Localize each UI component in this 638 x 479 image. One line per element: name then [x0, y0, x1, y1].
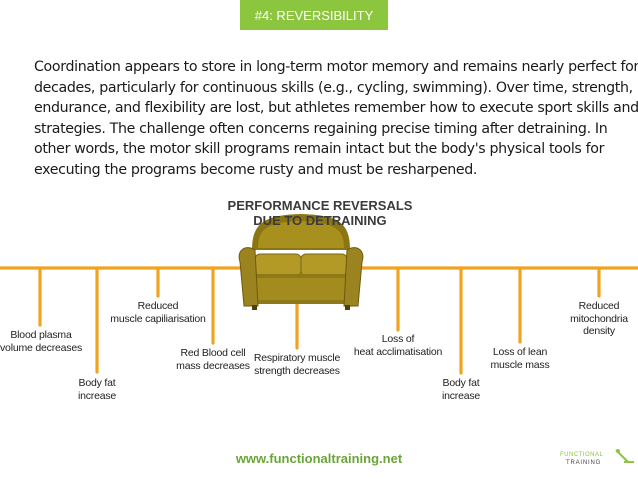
label-line: Reduced — [137, 300, 179, 312]
body-line: executing the programs become rusty and … — [34, 161, 478, 178]
label-line: increase — [441, 389, 481, 402]
reversal-label: Loss of lean muscle mass — [484, 346, 556, 371]
reversal-label: Red Blood cell mass decreases — [172, 347, 254, 372]
reversal-label: Body fat increase — [66, 377, 128, 402]
label-line: mitochondria — [570, 312, 628, 325]
label-line: Loss of — [381, 333, 415, 345]
functional-training-logo: FUNCTIONAL TRAINING — [560, 449, 634, 466]
body-paragraph: Coordination appears to store in long-te… — [34, 57, 638, 180]
body-line: other words, the motor skill programs re… — [34, 141, 605, 157]
label-line: Blood plasma — [10, 329, 72, 341]
slide-title: #4: REVERSIBILITY — [254, 7, 374, 23]
reversal-label: Body fat increase — [430, 377, 492, 402]
label-line: Loss of lean — [492, 346, 548, 358]
reversal-label: Blood plasma volume decreases — [0, 329, 82, 354]
label-line: Respiratory muscle — [253, 352, 341, 364]
label-line: strength decreases — [254, 364, 340, 377]
diagram-title-line: PERFORMANCE REVERSALS — [227, 198, 413, 213]
label-line: Reduced — [578, 300, 620, 312]
body-line: endurance, and flexibility are lost, but… — [34, 100, 638, 116]
reversal-label: Reduced muscle capiliarisation — [100, 300, 216, 325]
label-line: volume decreases — [0, 341, 83, 354]
couch-icon — [238, 214, 364, 310]
reversal-label: Respiratory muscle strength decreases — [250, 352, 344, 377]
label-line: Red Blood cell — [180, 347, 246, 359]
label-line: increase — [77, 389, 117, 402]
footer-url[interactable]: www.functionaltraining.net — [235, 451, 403, 466]
diagram-title: PERFORMANCE REVERSALS DUE TO DETRAINING — [220, 198, 420, 228]
logo-line: TRAINING — [566, 460, 601, 466]
label-line: mass decreases — [176, 359, 250, 372]
reversal-label: Reduced mitochondria density — [562, 300, 636, 338]
label-line: density — [583, 325, 615, 337]
label-line: Body fat — [442, 377, 480, 389]
body-line: decades, particularly for continuous ski… — [34, 79, 633, 96]
diagram-title-line: DUE TO DETRAINING — [253, 213, 387, 228]
reversal-label: Loss of heat acclimatisation — [350, 333, 446, 358]
label-line: Body fat — [78, 377, 116, 389]
label-line: muscle capiliarisation — [110, 312, 206, 325]
label-line: muscle mass — [490, 358, 550, 371]
slide-title-banner: #4: REVERSIBILITY — [240, 0, 388, 30]
body-line: strategies. The challenge often concerns… — [34, 120, 608, 137]
logo-line: FUNCTIONAL — [560, 452, 603, 458]
label-line: heat acclimatisation — [353, 345, 443, 358]
body-line: Coordination appears to store in long-te… — [34, 59, 638, 75]
